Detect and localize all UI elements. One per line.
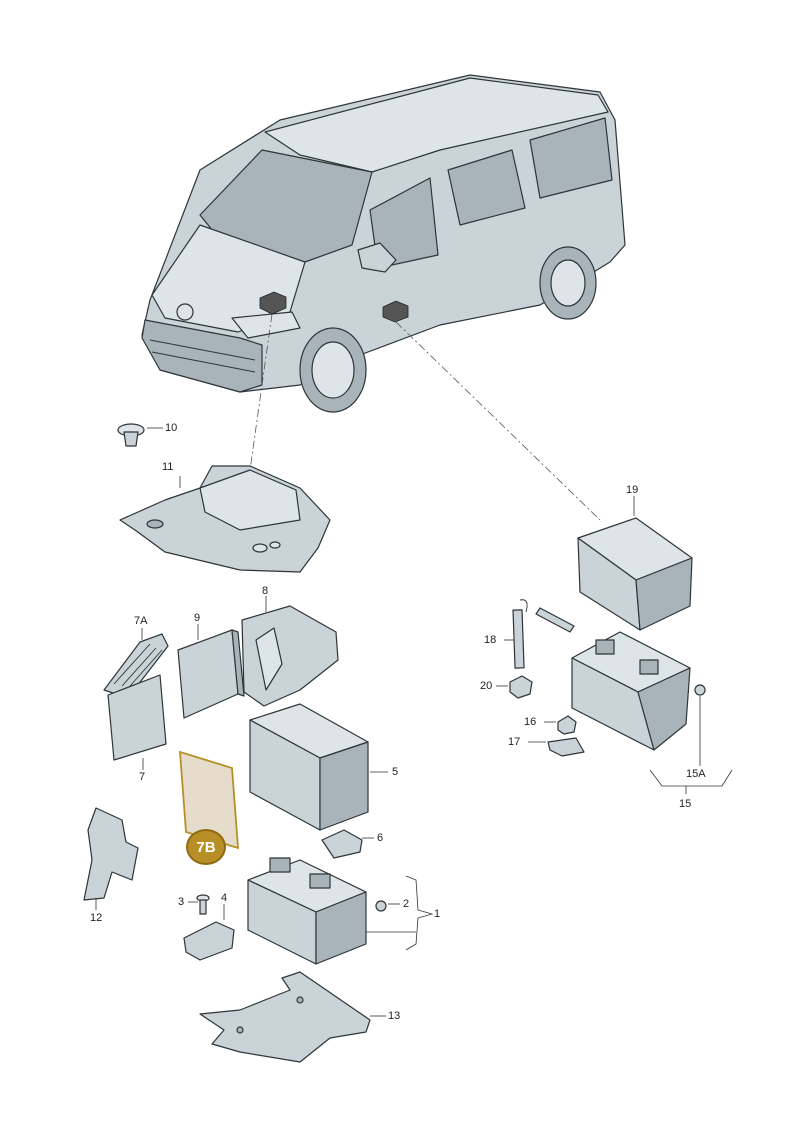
part-18-hold-down-rod: [504, 599, 528, 669]
callout-19: 19: [626, 484, 639, 496]
part-20-nut: [496, 675, 533, 699]
callout-1: 1: [434, 908, 441, 920]
callout-7b-badge: 7B: [186, 829, 226, 865]
part-7: [107, 674, 167, 770]
callout-10: 10: [165, 422, 178, 434]
part-5-battery-box: [249, 703, 388, 831]
callout-15a: 15A: [686, 768, 706, 780]
van-illustration: [141, 74, 626, 413]
callout-7: 7: [139, 771, 146, 783]
callout-4: 4: [221, 892, 228, 904]
callout-5: 5: [392, 766, 399, 778]
callout-18: 18: [484, 634, 497, 646]
callout-11: 11: [162, 461, 174, 473]
part-13-base-plate: [199, 971, 386, 1063]
part-17-clamp: [528, 737, 585, 757]
callout-8: 8: [262, 585, 269, 597]
part-1-battery: [247, 857, 434, 965]
part-12: [83, 807, 139, 910]
callout-13: 13: [388, 1010, 401, 1022]
callout-15: 15: [679, 798, 692, 810]
part-15a-screw: [694, 684, 706, 766]
part-11-cover: [119, 465, 331, 573]
callout-3: 3: [178, 896, 185, 908]
part-2-screw: [375, 900, 400, 912]
callout-9: 9: [194, 612, 201, 624]
part-15-battery: [571, 631, 733, 794]
callout-12: 12: [90, 912, 103, 924]
callout-20: 20: [480, 680, 493, 692]
callout-6: 6: [377, 832, 384, 844]
callout-17: 17: [508, 736, 521, 748]
part-4-bracket: [183, 904, 235, 961]
part-10-clip: [117, 423, 163, 447]
part-6: [321, 829, 374, 859]
callout-7a: 7A: [134, 615, 148, 627]
part-19-battery-cover: [577, 496, 693, 631]
threaded-bolt: [535, 607, 575, 633]
part-16-nut: [544, 715, 577, 735]
callout-2: 2: [403, 898, 410, 910]
part-7b-highlighted: [179, 750, 239, 850]
callout-16: 16: [524, 716, 537, 728]
part-8: [241, 596, 339, 707]
part-3-bolt: [188, 894, 210, 915]
part-9: [177, 624, 245, 719]
